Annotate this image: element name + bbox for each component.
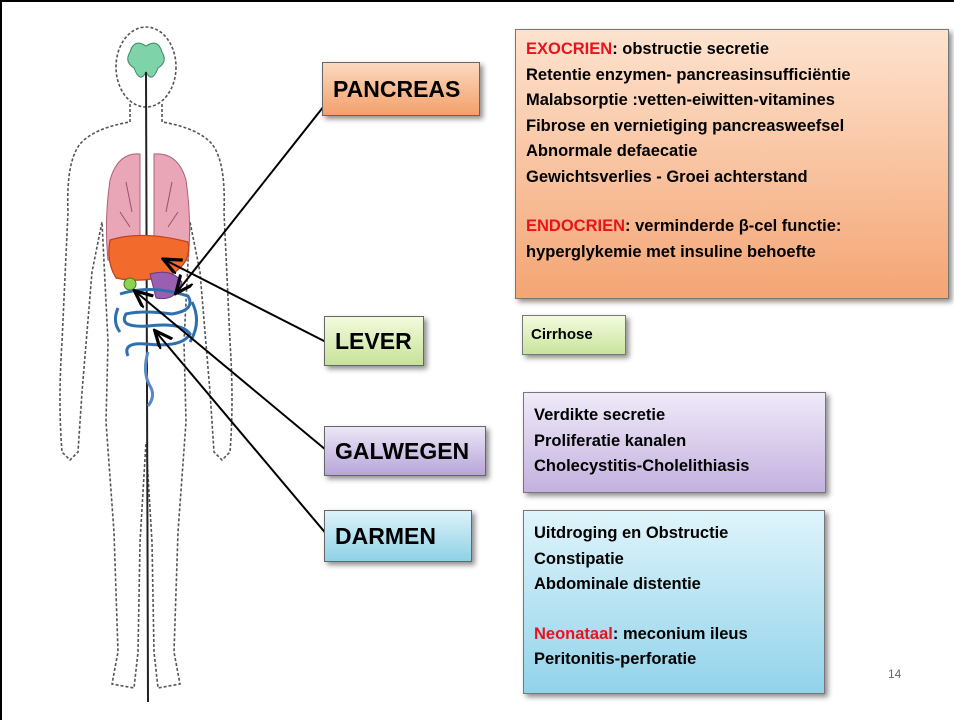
pancreas-line: Fibrose en vernietiging pancreasweefsel bbox=[526, 114, 938, 140]
endocrien-desc: : verminderde β-cel functie: bbox=[625, 217, 841, 235]
darmen-last-line: Peritonitis-perforatie bbox=[534, 647, 814, 673]
spacer bbox=[526, 190, 938, 214]
darmen-line: Abdominale distentie bbox=[534, 572, 814, 598]
arrow-darmen bbox=[156, 332, 328, 536]
pancreas-line: Gewichtsverlies - Groei achterstand bbox=[526, 165, 938, 191]
neonataal-desc: : meconium ileus bbox=[613, 625, 748, 643]
label-pancreas: PANCREAS bbox=[322, 62, 480, 116]
arrow-lever bbox=[165, 260, 326, 342]
galwegen-line: Verdikte secretie bbox=[534, 403, 815, 429]
darmen-line: Constipatie bbox=[534, 547, 814, 573]
darmen-line: Uitdroging en Obstructie bbox=[534, 521, 814, 547]
arrow-galwegen bbox=[136, 292, 326, 450]
page-number: 14 bbox=[888, 667, 901, 681]
label-pancreas-text: PANCREAS bbox=[333, 76, 460, 103]
pancreas-line: Abnormale defaecatie bbox=[526, 139, 938, 165]
arrow-pancreas bbox=[177, 106, 324, 292]
endocrien-term: ENDOCRIEN bbox=[526, 217, 625, 235]
label-lever: LEVER bbox=[324, 316, 424, 366]
pancreas-info-box: EXOCRIEN: obstructie secretie Retentie e… bbox=[515, 29, 949, 299]
label-galwegen: GALWEGEN bbox=[324, 426, 486, 476]
spacer bbox=[534, 598, 814, 622]
pancreas-line: Malabsorptie :vetten-eiwitten-vitamines bbox=[526, 88, 938, 114]
exocrien-term: EXOCRIEN bbox=[526, 40, 612, 58]
galwegen-line: Proliferatie kanalen bbox=[534, 429, 815, 455]
endocrien-line-2: hyperglykemie met insuline behoefte bbox=[526, 240, 938, 266]
label-lever-text: LEVER bbox=[335, 328, 412, 355]
exocrien-desc: : obstructie secretie bbox=[612, 40, 769, 58]
lever-info-box: Cirrhose bbox=[522, 315, 626, 355]
cirrhose-text: Cirrhose bbox=[531, 326, 593, 343]
exocrien-line: EXOCRIEN: obstructie secretie bbox=[526, 37, 938, 63]
neonataal-line: Neonataal: meconium ileus bbox=[534, 622, 814, 648]
endocrien-line: ENDOCRIEN: verminderde β-cel functie: bbox=[526, 214, 938, 240]
galwegen-info-box: Verdikte secretie Proliferatie kanalen C… bbox=[523, 392, 826, 493]
label-galwegen-text: GALWEGEN bbox=[335, 438, 469, 465]
label-darmen: DARMEN bbox=[324, 510, 472, 562]
label-darmen-text: DARMEN bbox=[335, 523, 436, 550]
pancreas-line: Retentie enzymen- pancreasinsufficiëntie bbox=[526, 63, 938, 89]
galwegen-line: Cholecystitis-Cholelithiasis bbox=[534, 454, 815, 480]
neonataal-term: Neonataal bbox=[534, 625, 613, 643]
darmen-info-box: Uitdroging en Obstructie Constipatie Abd… bbox=[523, 510, 825, 694]
